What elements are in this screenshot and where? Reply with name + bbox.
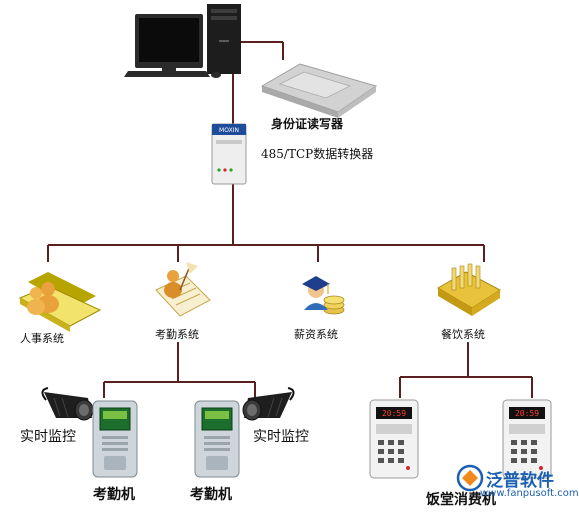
catering-system-label: 餐饮系统 bbox=[441, 328, 485, 341]
watermark-brand: 泛普软件 bbox=[486, 471, 554, 491]
salary-system-label: 薪资系统 bbox=[294, 328, 338, 341]
pos-left-display-text: 20:59 bbox=[382, 409, 406, 418]
catering-system-icon bbox=[437, 263, 501, 316]
attendance-machine-right-label: 考勤机 bbox=[190, 487, 232, 503]
canteen-pos-right-icon: 20:59 bbox=[502, 399, 552, 479]
hr-system-label: 人事系统 bbox=[20, 332, 64, 345]
watermark-url: www.fanpusoft.com bbox=[480, 488, 579, 499]
hr-system-folder-icon bbox=[18, 272, 102, 332]
id-reader-label: 身份证读写器 bbox=[271, 117, 344, 131]
attendance-machine-right-icon bbox=[194, 400, 240, 478]
pos-right-display-text: 20:59 bbox=[515, 409, 539, 418]
connector-lines bbox=[47, 41, 533, 398]
attendance-system-icon bbox=[155, 262, 211, 317]
attendance-system-label: 考勤系统 bbox=[155, 328, 199, 341]
salary-system-icon bbox=[302, 276, 345, 315]
camera-left-icon bbox=[41, 387, 94, 421]
canteen-pos-label: 饭堂消费机 bbox=[426, 492, 496, 508]
converter-device-icon: MOXIN bbox=[211, 123, 247, 185]
monitor-right-label: 实时监控 bbox=[253, 429, 309, 445]
converter-brand-text: MOXIN bbox=[219, 127, 239, 134]
canteen-pos-left-icon: 20:59 bbox=[369, 399, 419, 479]
attendance-machine-left-label: 考勤机 bbox=[93, 487, 135, 503]
id-card-reader-icon bbox=[260, 63, 378, 118]
attendance-machine-left-icon bbox=[92, 400, 138, 478]
monitor-left-label: 实时监控 bbox=[20, 429, 76, 445]
fanpu-logo-icon bbox=[456, 464, 484, 492]
desktop-computer-icon bbox=[124, 4, 241, 78]
converter-label: 485/TCP数据转换器 bbox=[261, 147, 374, 161]
camera-right-icon bbox=[242, 387, 295, 421]
